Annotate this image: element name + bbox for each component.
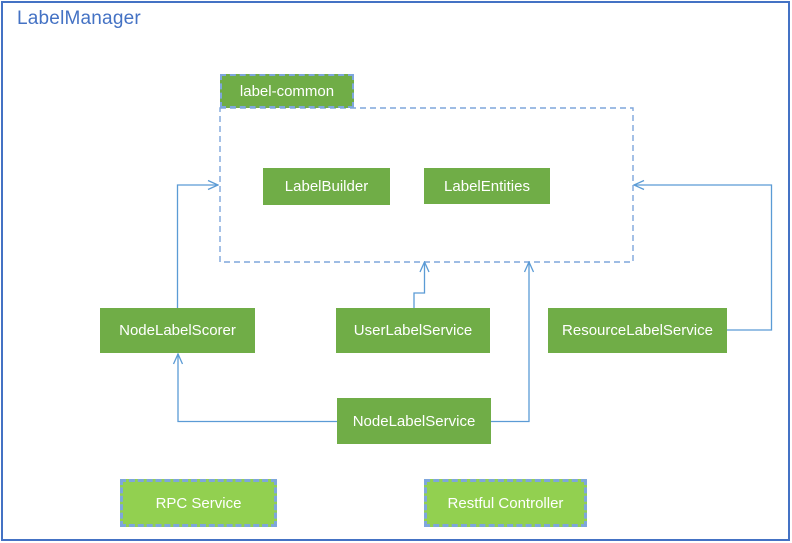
connector-nodelabelservice-to-nodelabelscorer <box>178 354 337 423</box>
connector-userlabelservice-to-labelcommon <box>413 262 425 308</box>
node-label: Restful Controller <box>447 494 564 512</box>
diagram-title: LabelManager <box>17 8 141 29</box>
node-user-label-service: UserLabelService <box>336 308 490 353</box>
node-rpc-service: RPC Service <box>120 479 277 527</box>
connector-nodelabelservice-to-labelcommon <box>491 262 529 423</box>
label-common-tab-label: label-common <box>239 82 335 100</box>
node-label: ResourceLabelService <box>562 322 713 339</box>
connector-nodelabelscorer-to-labelcommon <box>176 185 219 308</box>
node-label: LabelEntities <box>444 177 530 195</box>
node-label: UserLabelService <box>353 322 473 339</box>
node-resource-label-service: ResourceLabelService <box>548 308 727 353</box>
node-label-entities: LabelEntities <box>424 168 550 204</box>
node-label: LabelBuilder <box>284 178 369 195</box>
connector-resourcelabelservice-to-labelcommon <box>634 185 773 331</box>
node-label: NodeLabelScorer <box>119 322 236 339</box>
node-label: RPC Service <box>155 494 242 512</box>
node-node-label-service: NodeLabelService <box>337 398 491 444</box>
node-label: NodeLabelService <box>352 412 476 430</box>
label-common-tab: label-common <box>220 74 354 108</box>
node-node-label-scorer: NodeLabelScorer <box>100 308 255 353</box>
node-restful-controller: Restful Controller <box>424 479 587 527</box>
node-label-builder: LabelBuilder <box>263 168 390 205</box>
